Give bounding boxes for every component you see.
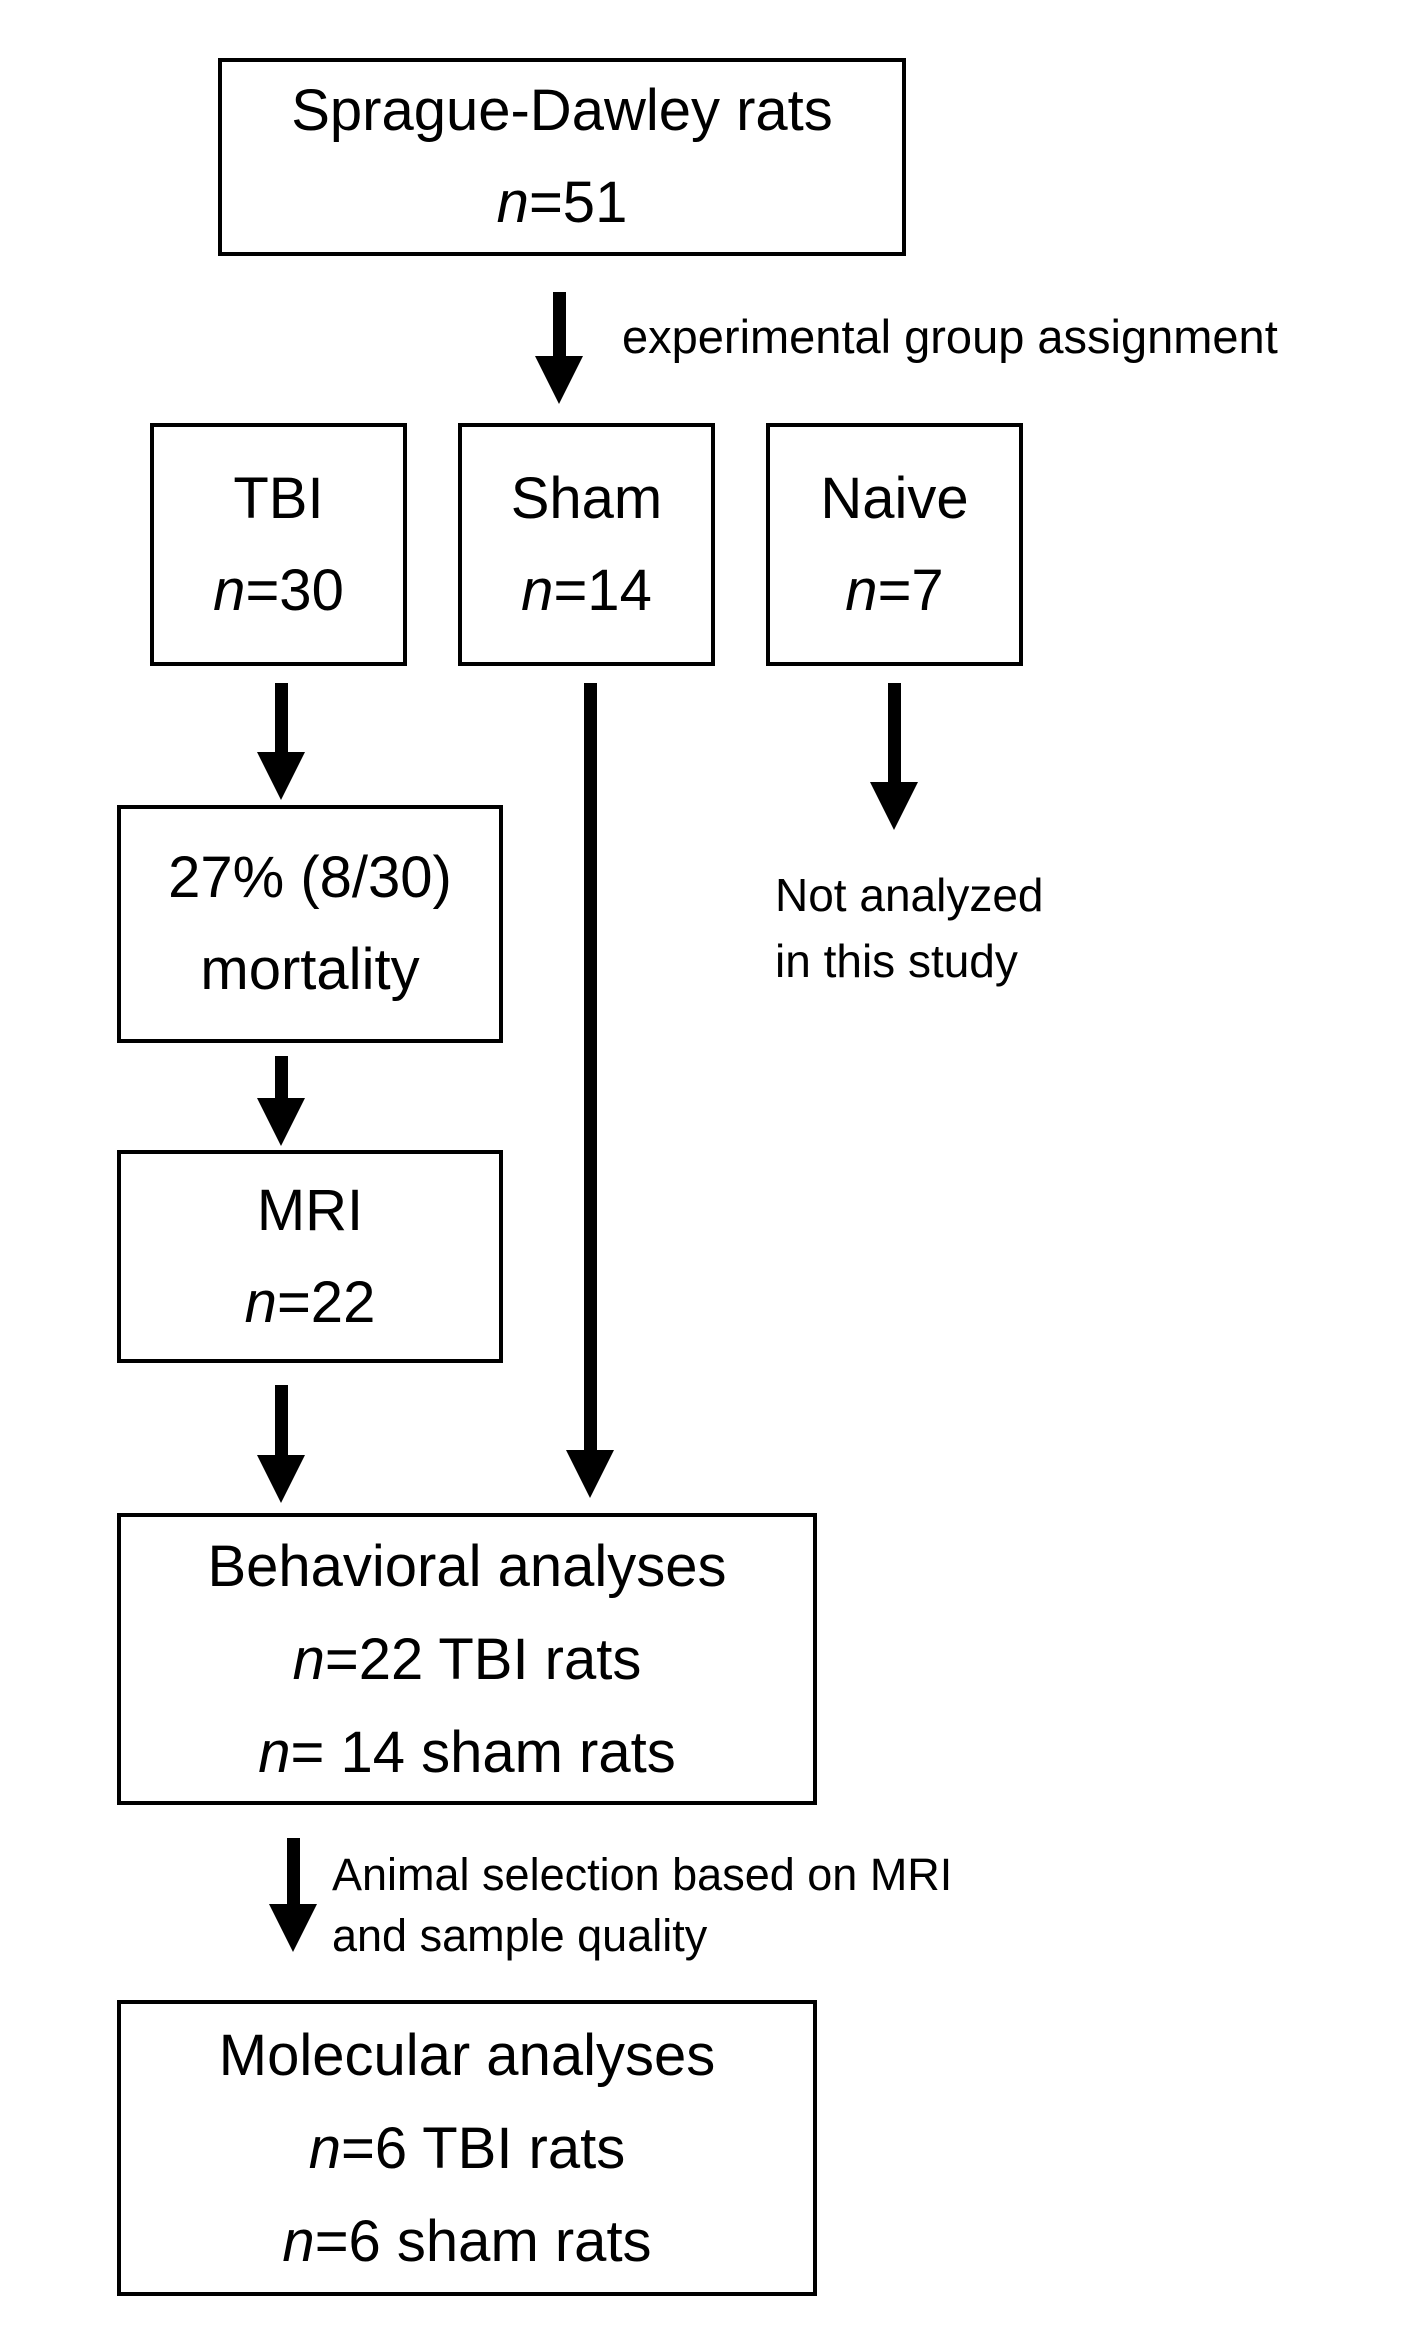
- arrow-head: [257, 1455, 305, 1503]
- mri-box: MRI n=22: [117, 1150, 503, 1363]
- n-variable: n: [521, 557, 554, 623]
- count-value: =30: [245, 557, 344, 623]
- arrow-naive-to-not-analyzed: [870, 683, 918, 830]
- sprague-dawley-count: n=51: [497, 157, 628, 249]
- molecular-title: Molecular analyses: [218, 2022, 716, 2088]
- arrow-tbi-to-mortality: [257, 683, 305, 800]
- arrow-head: [870, 782, 918, 830]
- selection-line2: and sample quality: [332, 1910, 708, 1961]
- count-value: =6 TBI rats: [341, 2115, 626, 2181]
- arrow-head: [257, 752, 305, 800]
- molecular-sham-count: n=6 sham rats: [282, 2195, 651, 2288]
- behavioral-title: Behavioral analyses: [207, 1533, 727, 1599]
- arrow-shaft: [552, 292, 566, 356]
- count-value: =51: [528, 170, 628, 235]
- count-value: =14: [553, 557, 652, 623]
- n-variable: n: [292, 1626, 325, 1692]
- arrow-shaft: [274, 1385, 288, 1455]
- n-variable: n: [258, 1719, 291, 1785]
- selection-note: Animal selection based on MRI and sample…: [332, 1844, 952, 1966]
- arrow-shaft: [887, 683, 901, 782]
- n-variable: n: [282, 2208, 315, 2274]
- not-analyzed-note: Not analyzed in this study: [775, 862, 1044, 994]
- assignment-label: experimental group assignment: [622, 310, 1278, 363]
- n-variable: n: [213, 557, 246, 623]
- arrow-shaft: [583, 683, 597, 1450]
- sham-title: Sham: [510, 465, 663, 531]
- count-value: =22: [276, 1269, 376, 1335]
- arrow-head: [566, 1450, 614, 1498]
- sprague-dawley-box: Sprague-Dawley rats n=51: [218, 58, 906, 256]
- tbi-box: TBI n=30: [150, 423, 407, 666]
- arrow-shaft: [286, 1838, 300, 1904]
- mortality-line2: mortality: [200, 937, 420, 1002]
- count-value: = 14 sham rats: [290, 1719, 676, 1785]
- arrow-head: [269, 1904, 317, 1952]
- arrow-sprague-to-groups: [535, 292, 583, 404]
- n-variable: n: [308, 2115, 342, 2181]
- mri-count: n=22: [245, 1257, 376, 1349]
- molecular-analyses-box: Molecular analyses n=6 TBI rats n=6 sham…: [117, 2000, 817, 2296]
- tbi-count: n=30: [213, 545, 344, 637]
- arrow-head: [535, 356, 583, 404]
- behavioral-tbi-count: n=22 TBI rats: [293, 1613, 642, 1706]
- selection-line1: Animal selection based on MRI: [332, 1849, 953, 1900]
- behavioral-analyses-box: Behavioral analyses n=22 TBI rats n= 14 …: [117, 1513, 817, 1805]
- n-variable: n: [244, 1269, 277, 1335]
- arrow-head: [257, 1098, 305, 1146]
- not-analyzed-line2: in this study: [775, 935, 1018, 987]
- naive-box: Naive n=7: [766, 423, 1023, 666]
- arrow-shaft: [274, 1056, 288, 1098]
- sprague-dawley-title: Sprague-Dawley rats: [291, 78, 833, 143]
- arrow-behavioral-to-molecular: [269, 1838, 317, 1952]
- molecular-tbi-count: n=6 TBI rats: [309, 2102, 626, 2195]
- not-analyzed-line1: Not analyzed: [775, 869, 1044, 921]
- naive-title: Naive: [820, 465, 969, 531]
- n-variable: n: [496, 170, 529, 235]
- arrow-sham-to-behavioral: [566, 683, 614, 1498]
- behavioral-sham-count: n= 14 sham rats: [258, 1706, 676, 1799]
- arrow-shaft: [274, 683, 288, 752]
- count-value: =7: [877, 557, 944, 623]
- arrow-mri-to-behavioral: [257, 1385, 305, 1503]
- sham-count: n=14: [521, 545, 652, 637]
- mri-title: MRI: [256, 1177, 364, 1243]
- count-value: =22 TBI rats: [324, 1626, 642, 1692]
- tbi-title: TBI: [233, 465, 324, 531]
- sham-box: Sham n=14: [458, 423, 715, 666]
- n-variable: n: [845, 557, 878, 623]
- naive-count: n=7: [845, 545, 943, 637]
- mortality-box: 27% (8/30) mortality: [117, 805, 503, 1043]
- count-value: =6 sham rats: [314, 2208, 652, 2274]
- arrow-mortality-to-mri: [257, 1056, 305, 1146]
- mortality-line1: 27% (8/30): [168, 845, 452, 910]
